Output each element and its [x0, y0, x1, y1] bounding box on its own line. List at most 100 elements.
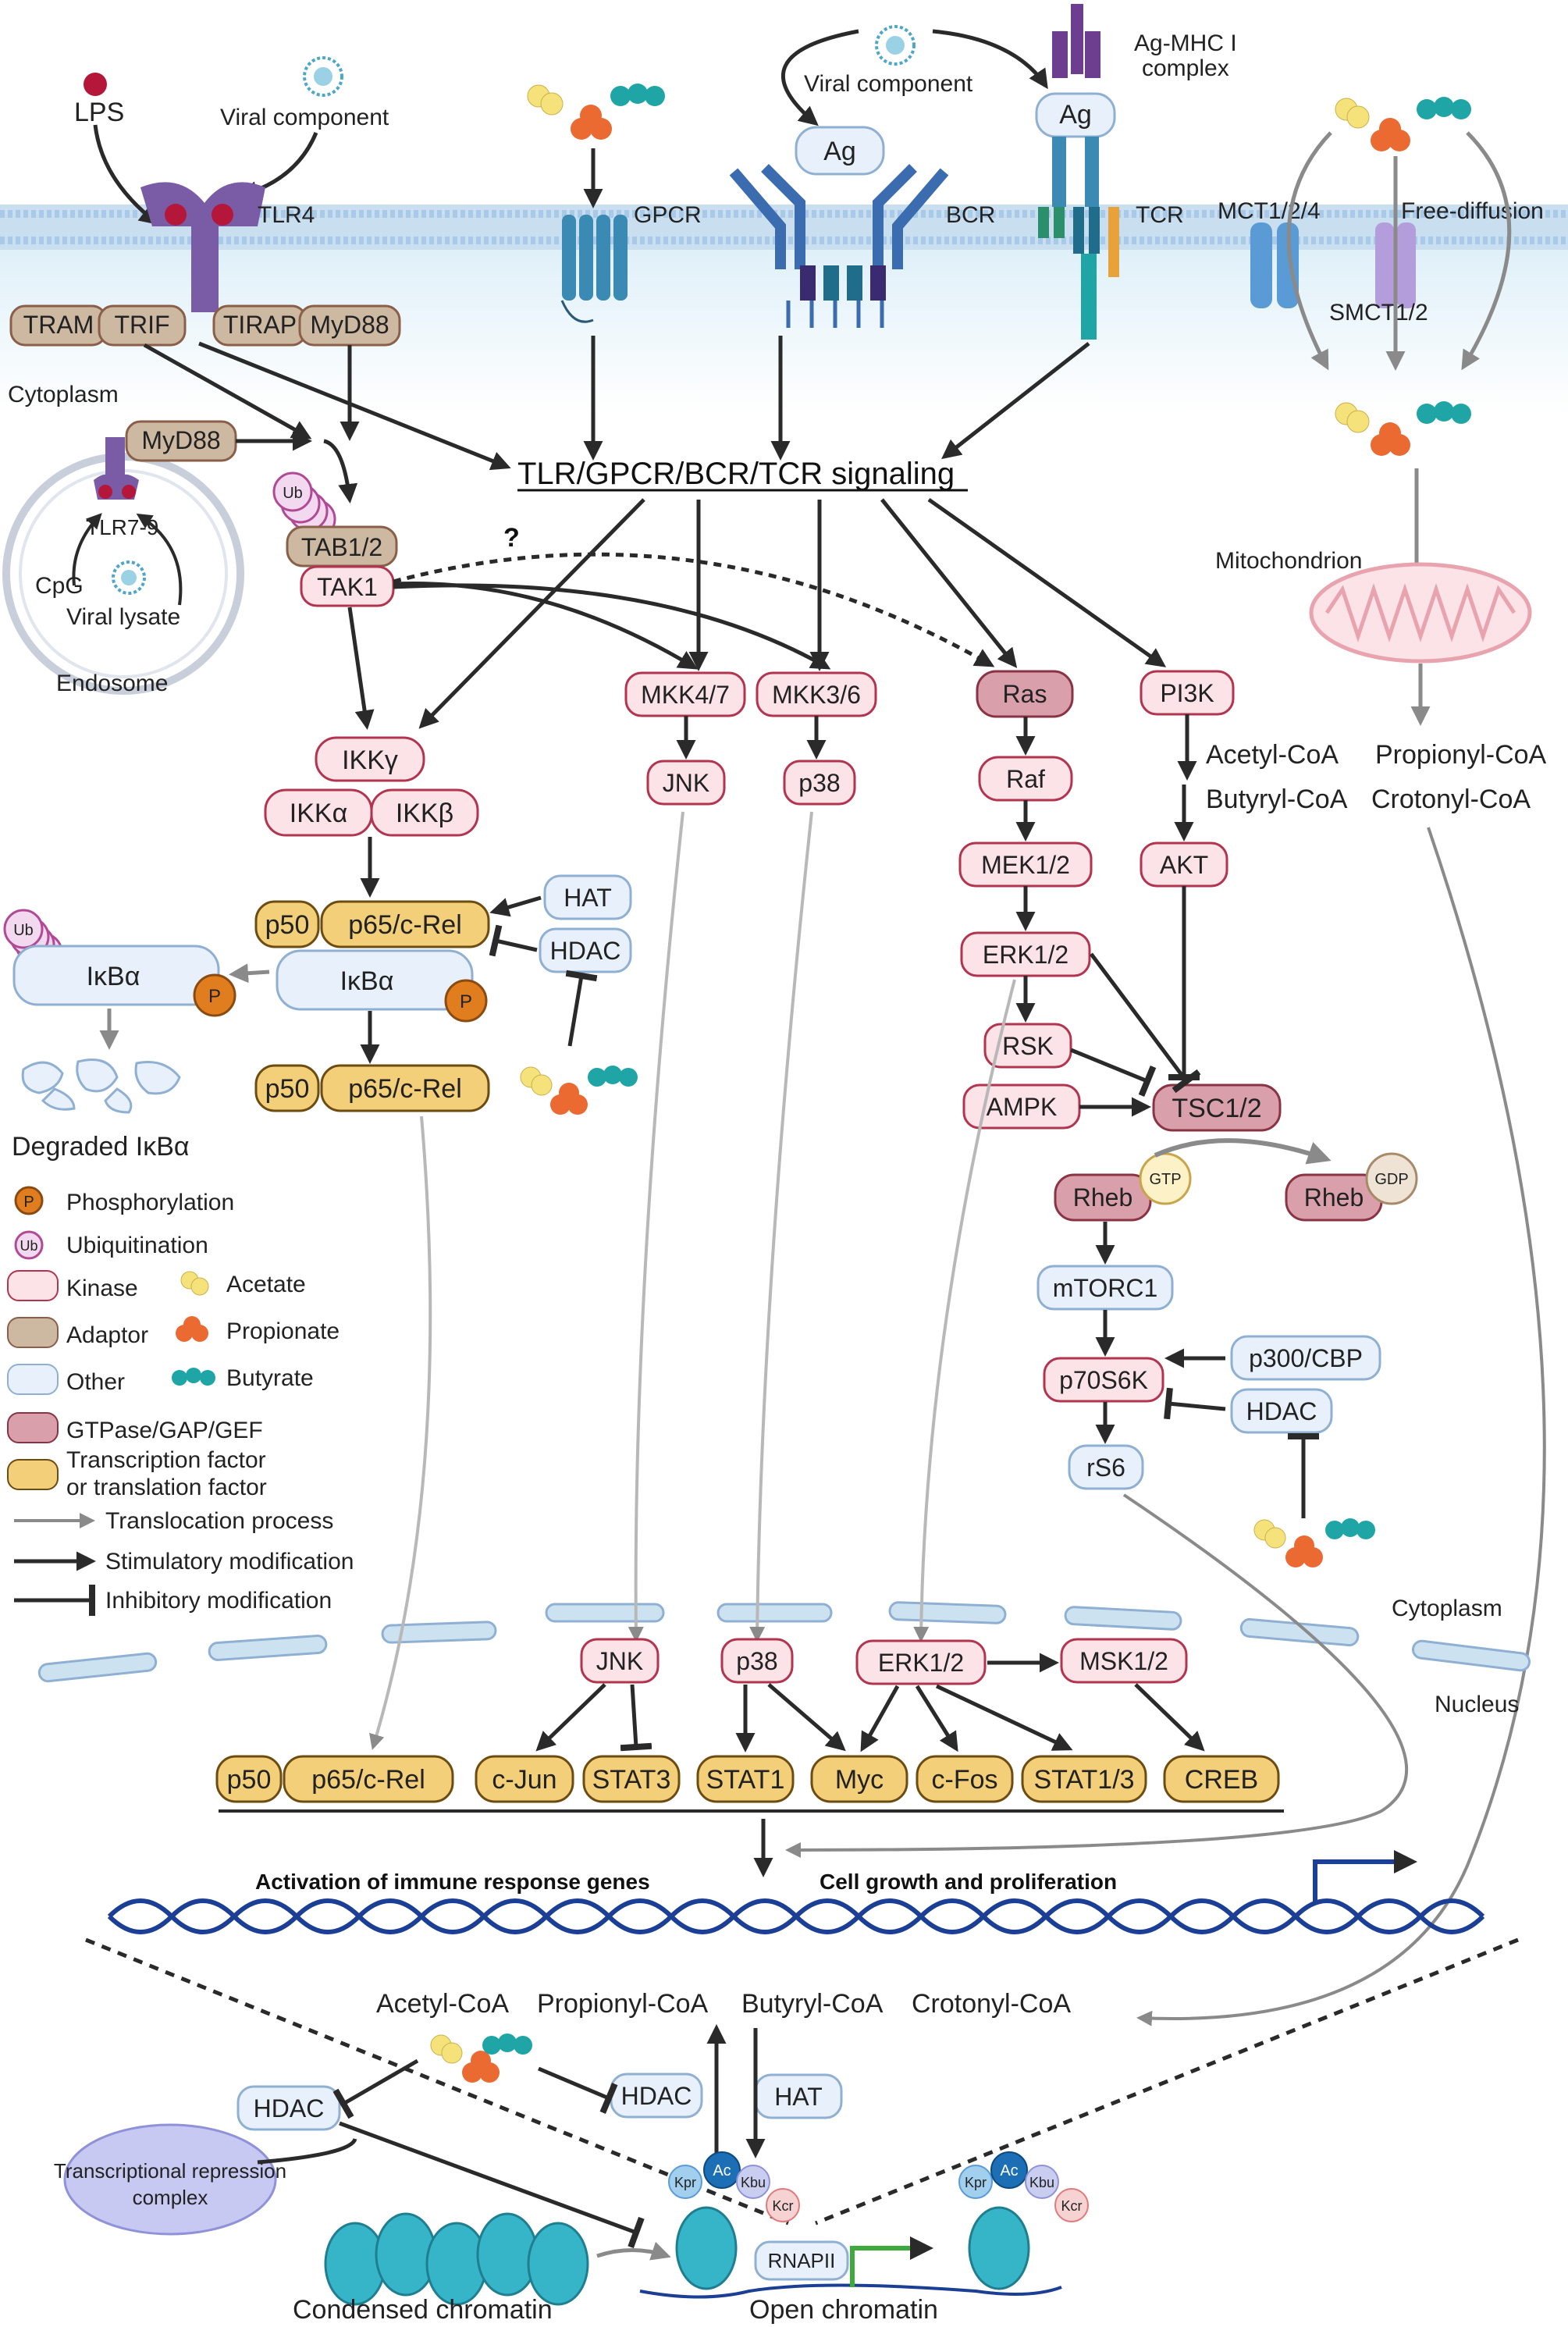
mito-butyryl: Butyryl-CoA	[1206, 785, 1348, 814]
adaptor-myd88: MyD88	[298, 304, 401, 347]
endosome-myd88: MyD88	[125, 420, 237, 462]
chromatin-hat: HAT	[754, 2073, 843, 2119]
nodes-p50-top-label: p50	[265, 910, 310, 940]
degraded-ikba-fragments	[21, 1059, 181, 1114]
legend-other-label: Other	[66, 1369, 125, 1395]
receptors-ag-tcr-label: Ag	[1059, 100, 1092, 130]
nuclear-envelope	[37, 1601, 1531, 1683]
nuclear-erk: ERK1/2	[855, 1639, 987, 1685]
nodes-p70s6k-label: p70S6K	[1059, 1366, 1148, 1394]
nodes-p65-top-label: p65/c-Rel	[348, 910, 462, 940]
nodes-p38-label: p38	[798, 769, 840, 797]
nodes-mek-label: MEK1/2	[981, 851, 1070, 879]
chromatin-kbu-label: Kbu	[1029, 2175, 1054, 2190]
nuclear-msk: MSK1/2	[1060, 1638, 1188, 1684]
adaptors-tram-label: TRAM	[23, 311, 94, 339]
nodes-rheb-gdp-label: Rheb	[1304, 1183, 1364, 1212]
chromatin-hdac-left: HDAC	[236, 2085, 341, 2131]
transport-arrow-left	[1286, 131, 1332, 371]
nodes-ikba-left-label: IκBα	[87, 962, 140, 991]
tcr-label: TCR	[1136, 202, 1184, 228]
legend-translocation-label: Translocation process	[105, 1508, 333, 1534]
node-ikba-mid: IκBα P	[276, 949, 488, 1023]
tlr4-label: TLR4	[258, 202, 315, 228]
viral-component-top-label: Viral component	[804, 71, 973, 97]
degraded-ikba-label: Degraded IκBα	[12, 1132, 190, 1162]
nuclear-msk-label: MSK1/2	[1079, 1647, 1168, 1675]
bcr-antigen: Ag	[795, 126, 885, 176]
viral-component-top-icon	[875, 25, 916, 66]
node-ikkg: IKKγ	[315, 736, 425, 782]
histone-marks-right: Kpr Ac Kbu Kcr	[958, 2151, 1089, 2222]
node-mkk36: MKK3/6	[756, 671, 877, 717]
chromatin-rnapii-label: RNAPII	[768, 2249, 836, 2272]
mito-acetyl: Acetyl-CoA	[1206, 740, 1339, 770]
tcr-signal-arrow	[941, 342, 1090, 460]
myd88-tab-arrow	[323, 439, 358, 503]
node-ikba-left: IκBα P	[12, 945, 236, 1017]
tf-stat13: STAT1/3	[1021, 1755, 1147, 1803]
transport-arrow-right	[1461, 131, 1512, 371]
legend-tf-2-label: or translation factor	[66, 1475, 267, 1500]
zoom-line-right	[815, 1937, 1519, 2226]
tf-stat3: STAT3	[582, 1755, 681, 1803]
nodes-tsc-label: TSC1/2	[1172, 1094, 1261, 1123]
viral-tcr-arrow	[932, 29, 1048, 90]
open-chromatin-label: Open chromatin	[749, 2295, 938, 2325]
receptors-ag-mhc-label-2-label: complex	[1142, 55, 1229, 81]
legend-ubiquitination-label: Ubiquitination	[66, 1233, 208, 1258]
nodes-raf-label: Raf	[1006, 765, 1045, 793]
nuclear-jnk: JNK	[580, 1638, 660, 1684]
inhibitory-lines	[489, 886, 1319, 1518]
node-ikkb: IKKβ	[370, 788, 479, 837]
tf-stat1: STAT1	[696, 1755, 795, 1803]
zoom-line-left	[85, 1937, 789, 2226]
nodes-hat-nfkb-label: HAT	[564, 884, 612, 912]
node-hat-nfkb: HAT	[543, 874, 632, 920]
chromatin-kcr-label: Kcr	[773, 2198, 794, 2214]
mhc-complex: Ag-MHC I complex	[1052, 4, 1237, 81]
nodes-rsk-label: RSK	[1002, 1032, 1054, 1060]
chromatin-arrows	[257, 2024, 766, 2249]
node-raf: Raf	[978, 756, 1073, 802]
adaptors-tirap-label: TIRAP	[223, 311, 297, 339]
chromatin-hat-label: HAT	[774, 2083, 823, 2111]
condensed-chromatin-label: Condensed chromatin	[293, 2295, 553, 2325]
nuclear-arrows	[535, 1653, 1205, 1877]
node-rheb-gdp: Rheb GDP	[1285, 1152, 1418, 1222]
node-tab12: TAB1/2	[286, 525, 398, 568]
nodes-ikkg-label: IKKγ	[342, 745, 398, 775]
mito-label: Mitochondrion	[1215, 548, 1362, 574]
open-dna-line	[639, 2283, 1062, 2299]
node-pi3k: PI3K	[1140, 670, 1235, 716]
bcr-label: BCR	[946, 202, 995, 228]
nodes-mtorc1-label: mTORC1	[1053, 1274, 1158, 1302]
chromatin-kcr-label: Kcr	[1061, 2198, 1083, 2214]
nodes-mkk47-label: MKK4/7	[641, 681, 730, 709]
node-p70s6k: p70S6K	[1043, 1357, 1164, 1403]
legend-butyrate-label: Butyrate	[226, 1365, 314, 1391]
chromatin-ac-label: Ac	[1000, 2162, 1018, 2179]
smct-transporter: SMCT1/2	[1329, 222, 1428, 326]
legend-p-symbol-label: P	[23, 1194, 34, 1211]
nuclear-creb-label: CREB	[1185, 1765, 1258, 1795]
nodes-gdp-label: GDP	[1374, 1171, 1408, 1188]
node-rs6: rS6	[1068, 1444, 1144, 1490]
node-rheb-gtp: Rheb GTP	[1054, 1152, 1192, 1222]
nodes-rs6-label: rS6	[1086, 1453, 1125, 1482]
scfa-cluster-transport	[1335, 97, 1471, 151]
adaptor-trif: TRIF	[98, 304, 187, 347]
tlr4-signal-arrow	[198, 341, 511, 471]
nodes-akt-label: AKT	[1160, 851, 1208, 879]
node-ras: Ras	[976, 670, 1074, 718]
chromatin-crotonyl: Crotonyl-CoA	[912, 1989, 1071, 2019]
tlr4-receptor: TLR4	[140, 182, 315, 312]
nuclear-erk-label: ERK1/2	[878, 1649, 964, 1677]
chromatin-hdac-left-label: HDAC	[254, 2094, 325, 2122]
legend-stimulatory-label: Stimulatory modification	[105, 1549, 354, 1574]
chromatin-repression-2-label: complex	[133, 2186, 208, 2209]
node-mtorc1: mTORC1	[1036, 1265, 1174, 1311]
growth-genes-label: Cell growth and proliferation	[820, 1870, 1117, 1894]
mitochondrion	[1309, 562, 1532, 664]
